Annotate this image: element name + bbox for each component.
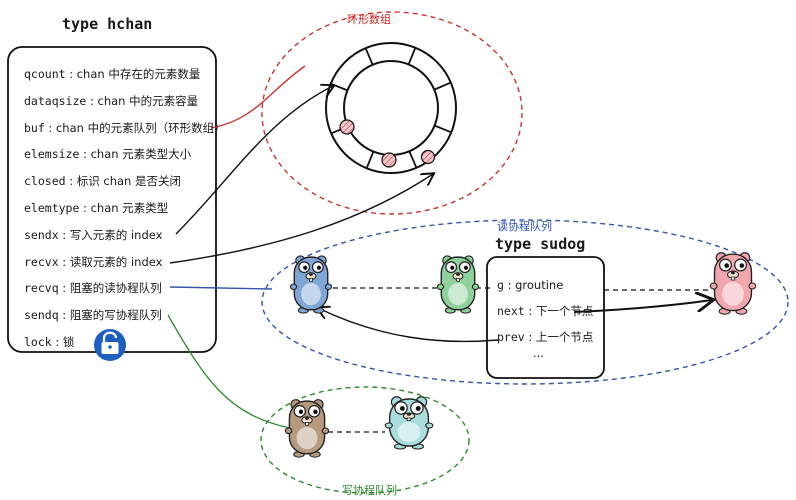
hchan-field-closed: closed : 标识 chan 是否关闭 [24, 174, 181, 188]
field-separator: : [79, 201, 91, 215]
sudog-field-next: next : 下一个节点 [497, 304, 593, 318]
hchan-field-elemtype: elemtype : chan 元素类型 [24, 201, 168, 215]
ring-group-outline [261, 11, 523, 215]
field-separator: : [503, 278, 516, 292]
field-separator: : [58, 254, 70, 269]
prev-pointer-arrow [318, 308, 499, 343]
field-name: dataqsize [24, 93, 87, 108]
sudog-field-g: g : groutine [497, 278, 563, 292]
sudog-box [486, 256, 605, 379]
field-name: next [497, 304, 525, 318]
hchan-field-dataqsize: dataqsize : chan 中的元素容量 [24, 94, 198, 108]
ring-slot-divider [407, 47, 417, 65]
field-name: buf [24, 120, 45, 135]
field-name: elemtype [24, 201, 80, 215]
sudog-ellipsis: ... [533, 346, 544, 360]
ring-buffer [325, 42, 457, 174]
hchan-field-lock: lock : 锁 [24, 335, 74, 349]
field-separator: : [58, 308, 70, 323]
hchan-field-recvq: recvq : 阻塞的读协程队列 [24, 281, 162, 295]
ring-filled-slot [420, 149, 436, 165]
sendq-connector [167, 314, 291, 429]
field-description: 下一个节点 [535, 304, 594, 318]
field-separator: : [51, 335, 63, 349]
field-separator: : [65, 67, 77, 81]
field-name: elemsize [24, 147, 80, 162]
write-queue-outline [260, 386, 470, 494]
field-separator: : [65, 174, 77, 189]
field-separator: : [524, 304, 536, 318]
hchan-field-buf: buf : chan 中的元素队列（环形数组） [24, 121, 226, 135]
field-name: g [497, 278, 504, 292]
field-description: 写入元素的 index [69, 227, 163, 242]
ring-filled-slot [381, 152, 397, 168]
field-name: closed [24, 174, 66, 189]
field-description: 读取元素的 index [69, 254, 163, 269]
recvx-arrow [169, 174, 433, 264]
gopher-reader-1 [289, 255, 333, 314]
sudog-field-prev: prev : 上一个节点 [497, 330, 593, 344]
ring-slot-divider [330, 82, 348, 92]
ring-slot-divider [434, 124, 452, 134]
field-description: chan 元素类型大小 [90, 147, 192, 162]
hchan-title: type hchan [62, 15, 153, 33]
buf-to-ring-connector [210, 65, 306, 129]
recvq-connector [169, 286, 273, 290]
sendx-arrow [175, 86, 333, 235]
read-queue-label: 读协程队列 [497, 220, 552, 233]
hchan-field-recvx: recvx : 读取元素的 index [24, 255, 162, 269]
field-name: lock [24, 335, 52, 349]
field-description: 标识 chan 是否关闭 [76, 174, 181, 189]
ring-slot-divider [433, 81, 452, 91]
field-description: chan 中存在的元素数量 [76, 67, 201, 81]
field-name: recvx [24, 254, 59, 269]
ring-slot-divider [364, 47, 374, 66]
ring-slot-divider [408, 150, 418, 169]
field-description: chan 中的元素容量 [97, 93, 199, 108]
gopher-writer-2 [384, 396, 434, 450]
hchan-field-elemsize: elemsize : chan 元素类型大小 [24, 147, 191, 161]
field-description: 上一个节点 [535, 330, 594, 344]
field-separator: : [58, 227, 70, 242]
field-name: recvq [24, 281, 59, 296]
field-separator: : [44, 120, 56, 135]
ring-filled-slot [339, 119, 355, 135]
field-name: prev [497, 330, 525, 344]
ring-label: 环形数组 [347, 13, 391, 26]
field-description: 锁 [62, 335, 75, 349]
field-description: 阻塞的写协程队列 [69, 308, 162, 323]
field-description: groutine [515, 278, 564, 292]
gopher-reader-2 [436, 255, 480, 314]
hchan-field-qcount: qcount : chan 中存在的元素数量 [24, 67, 200, 81]
field-description: chan 元素类型 [90, 201, 169, 215]
lock-badge [94, 329, 126, 361]
hchan-box [7, 46, 217, 353]
hchan-field-sendx: sendx : 写入元素的 index [24, 228, 162, 242]
gopher-writer-1 [284, 399, 330, 458]
lock-icon [101, 331, 119, 354]
field-name: sendq [24, 308, 59, 323]
field-separator: : [58, 281, 70, 296]
field-separator: : [79, 147, 91, 162]
field-name: qcount [24, 67, 66, 81]
field-separator: : [524, 330, 536, 344]
ring-slot-divider [365, 151, 375, 169]
sudog-title: type sudog [495, 235, 586, 253]
read-queue-outline [261, 219, 789, 385]
field-description: 阻塞的读协程队列 [69, 281, 162, 296]
hchan-field-sendq: sendq : 阻塞的写协程队列 [24, 308, 162, 322]
field-separator: : [86, 93, 98, 108]
gopher-reader-3 [709, 252, 757, 315]
field-name: sendx [24, 227, 59, 242]
field-description: chan 中的元素队列（环形数组） [55, 120, 226, 135]
next-pointer-arrow [573, 300, 712, 313]
write-queue-label: 写协程队列 [342, 484, 397, 497]
